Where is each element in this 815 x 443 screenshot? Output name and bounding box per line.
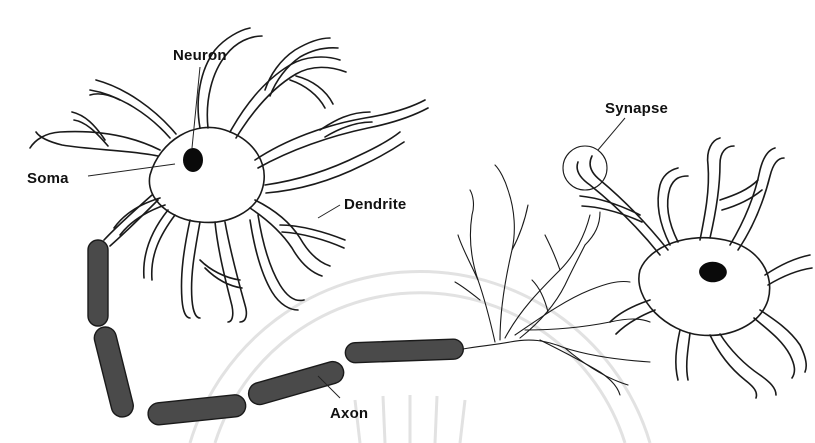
- myelin-segment: [88, 240, 108, 326]
- soma-label: Soma: [27, 170, 69, 187]
- synapse-leader-line: [598, 118, 625, 150]
- myelin-segment: [345, 339, 464, 363]
- myelin-segment: [92, 325, 136, 420]
- neuron-nucleus: [183, 148, 203, 172]
- neuron-label: Neuron: [173, 47, 227, 64]
- synapse-label: Synapse: [605, 100, 668, 117]
- synapse-highlight-circle: [563, 146, 607, 190]
- myelin-segment: [246, 359, 346, 407]
- soma-leader-line: [88, 164, 175, 176]
- axon-label: Axon: [330, 405, 368, 422]
- neuron-right: [577, 138, 812, 398]
- dendrite-label: Dendrite: [344, 196, 406, 213]
- right-neuron-nucleus: [699, 262, 727, 283]
- myelin-segment: [147, 394, 247, 426]
- dendrite-leader-line: [318, 205, 340, 218]
